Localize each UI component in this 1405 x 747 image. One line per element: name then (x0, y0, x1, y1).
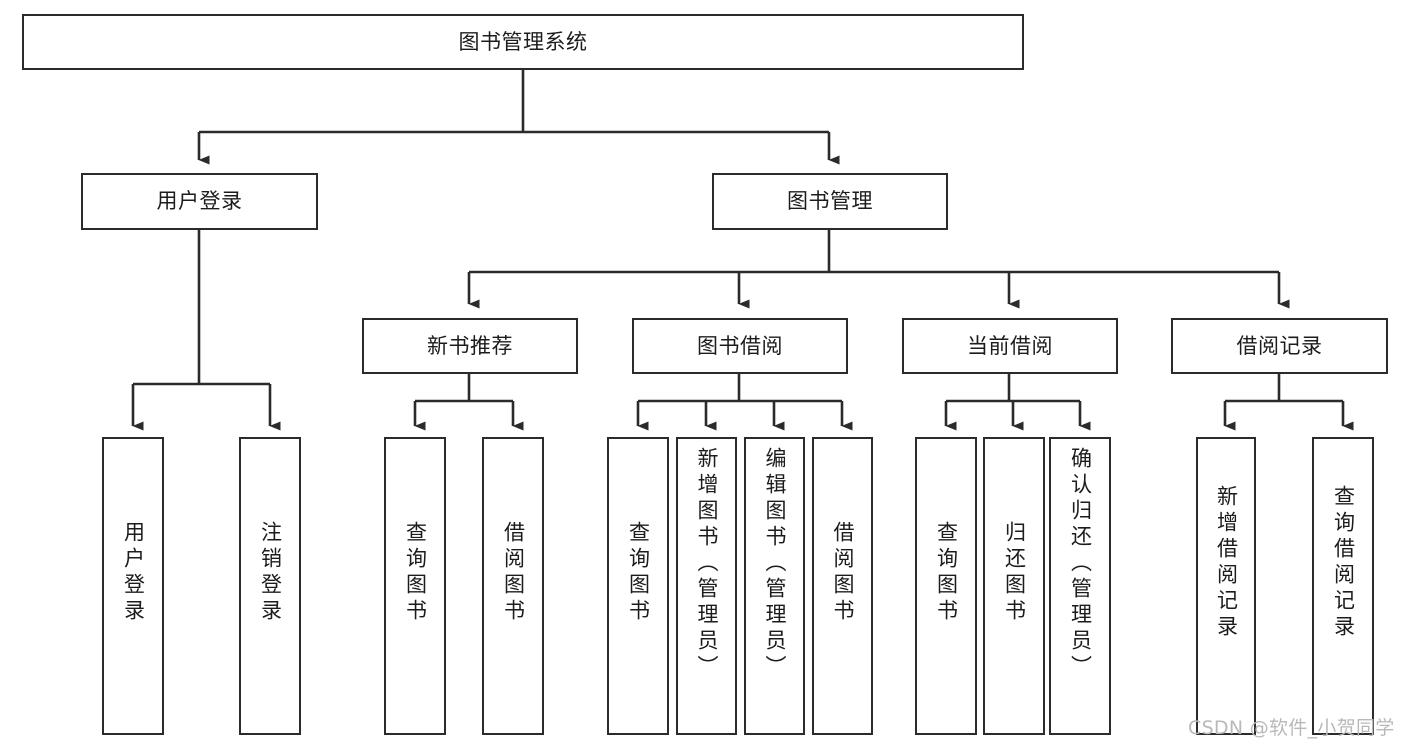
leaf-add-book-admin[interactable]: 新增图书（管理员） (676, 437, 737, 735)
node-label: 编辑图书（管理员） (763, 447, 787, 681)
node-book-management[interactable]: 图书管理 (712, 173, 948, 230)
node-label: 图书管理 (787, 189, 873, 214)
node-label: 归还图书 (1002, 521, 1027, 625)
leaf-user-login[interactable]: 用户登录 (102, 437, 164, 735)
node-label: 当前借阅 (967, 333, 1053, 358)
leaf-query-book-bb[interactable]: 查询图书 (607, 437, 669, 735)
leaf-add-borrow-record[interactable]: 新增借阅记录 (1196, 437, 1256, 735)
node-label: 借阅图书 (501, 521, 526, 625)
leaf-confirm-return-admin[interactable]: 确认归还（管理员） (1049, 437, 1111, 735)
node-label: 确认归还（管理员） (1068, 447, 1093, 681)
node-label: 用户登录 (156, 189, 243, 214)
leaf-query-borrow-record[interactable]: 查询借阅记录 (1312, 437, 1374, 735)
node-current-borrow[interactable]: 当前借阅 (902, 318, 1118, 374)
node-label: 注销登录 (258, 521, 283, 625)
node-label: 查询图书 (403, 521, 428, 625)
node-label: 查询图书 (934, 521, 959, 625)
node-label: 图书管理系统 (458, 29, 588, 54)
node-user-login[interactable]: 用户登录 (81, 173, 318, 230)
leaf-query-book-cb[interactable]: 查询图书 (915, 437, 977, 735)
node-root-system[interactable]: 图书管理系统 (22, 14, 1024, 70)
node-label: 查询借阅记录 (1331, 485, 1356, 641)
leaf-query-book-nb[interactable]: 查询图书 (384, 437, 446, 735)
leaf-borrow-book-nb[interactable]: 借阅图书 (482, 437, 544, 735)
node-book-borrow[interactable]: 图书借阅 (632, 318, 848, 374)
node-borrow-record[interactable]: 借阅记录 (1171, 318, 1388, 374)
leaf-borrow-book-bb[interactable]: 借阅图书 (812, 437, 873, 735)
node-label: 新书推荐 (427, 333, 513, 358)
node-label: 新增借阅记录 (1214, 485, 1239, 641)
node-label: 图书借阅 (697, 333, 783, 358)
leaf-edit-book-admin[interactable]: 编辑图书（管理员） (744, 437, 805, 735)
node-label: 新增图书（管理员） (695, 447, 719, 681)
csdn-watermark: CSDN @软件_小贺同学 (1188, 717, 1395, 739)
leaf-return-book[interactable]: 归还图书 (983, 437, 1045, 735)
node-label: 查询图书 (626, 521, 651, 625)
node-label: 用户登录 (121, 521, 146, 625)
node-label: 借阅记录 (1236, 333, 1323, 358)
node-label: 借阅图书 (831, 521, 855, 625)
node-new-book-recommend[interactable]: 新书推荐 (362, 318, 578, 374)
leaf-logout[interactable]: 注销登录 (239, 437, 301, 735)
